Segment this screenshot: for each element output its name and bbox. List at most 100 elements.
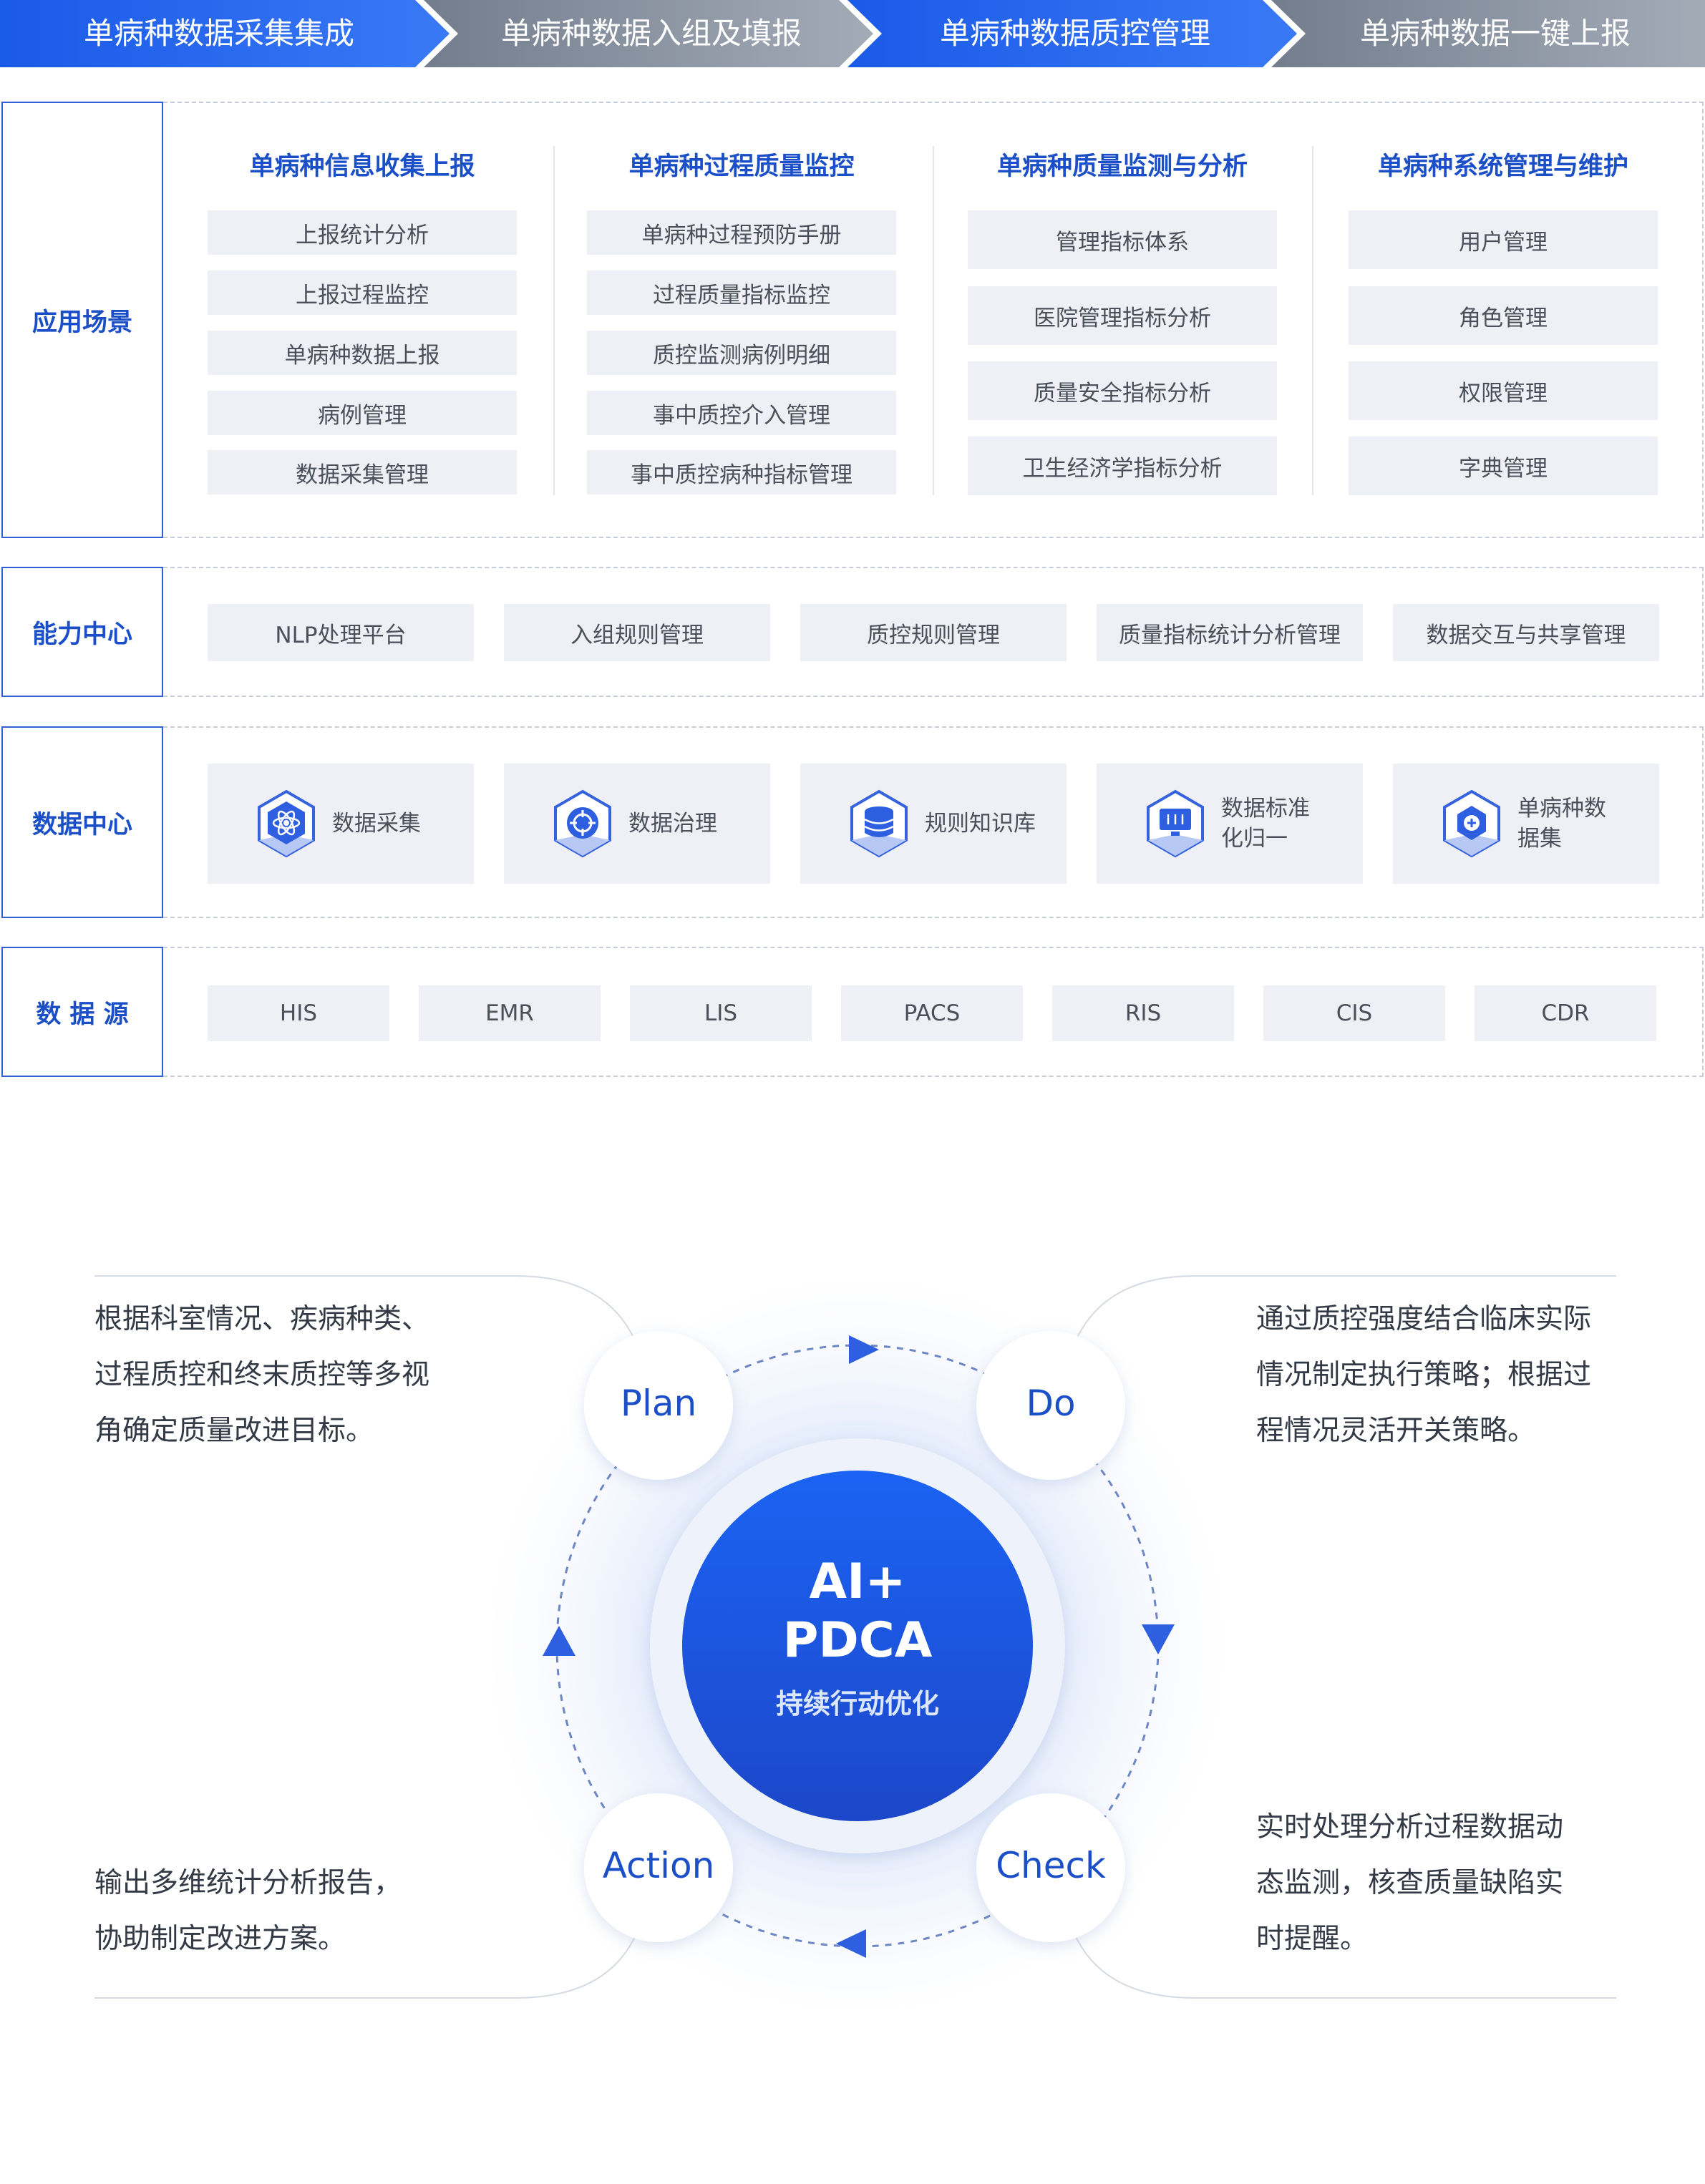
- app-col1-item[interactable]: 上报过程监控: [208, 270, 517, 315]
- app-col3-item[interactable]: 卫生经济学指标分析: [968, 437, 1277, 495]
- app-col2-item[interactable]: 单病种过程预防手册: [587, 210, 896, 255]
- app-column-4-title: 单病种系统管理与维护: [1377, 152, 1628, 181]
- plan-connector-line: [94, 1275, 638, 1346]
- do-label: Do: [1026, 1383, 1076, 1424]
- app-col1-item[interactable]: 单病种数据上报: [208, 331, 517, 375]
- data-source-item[interactable]: HIS: [208, 985, 389, 1041]
- app-column-3-title: 单病种质量监测与分析: [996, 152, 1248, 181]
- plan-node: [584, 1331, 733, 1480]
- data-source-item[interactable]: RIS: [1052, 985, 1234, 1041]
- plan-description: 根据科室情况、疾病种类、 过程质控和终末质控等多视 角确定质量改进目标。: [94, 1292, 538, 1459]
- app-col3-item[interactable]: 医院管理指标分析: [968, 286, 1277, 345]
- column-divider: [933, 146, 934, 495]
- app-col3-item[interactable]: 质量安全指标分析: [968, 361, 1277, 420]
- data-center-item[interactable]: 数据标准化归一: [1097, 764, 1363, 884]
- flow-step-2-shape: [424, 0, 873, 67]
- data-center-item[interactable]: 单病种数据集: [1393, 764, 1659, 884]
- action-description: 输出多维统计分析报告， 协助制定改进方案。: [94, 1856, 538, 1967]
- data-source-layer: 数 据 源 HIS EMR LIS PACS RIS CIS CDR: [0, 947, 1705, 1077]
- data-source-item[interactable]: PACS: [841, 985, 1023, 1041]
- flow-step-4: 单病种数据一键上报: [1359, 16, 1631, 51]
- data-center-item-label: 数据标准化归一: [1221, 796, 1310, 852]
- text-line: 态监测，核查质量缺陷实: [1256, 1867, 1564, 1899]
- pdca-core-title-line2: PDCA: [782, 1612, 933, 1669]
- column-divider: [1312, 146, 1313, 495]
- capability-item[interactable]: 入组规则管理: [504, 604, 770, 661]
- data-source-item[interactable]: CIS: [1263, 985, 1445, 1041]
- column-divider: [553, 146, 555, 495]
- check-label: Check: [996, 1845, 1106, 1886]
- text-line: 角确定质量改进目标。: [94, 1415, 374, 1447]
- flow-step-2: 单病种数据入组及填报: [500, 16, 802, 51]
- arrow-right-icon: [849, 1335, 879, 1364]
- flow-step-1-shape: [0, 0, 450, 67]
- text-line: 过程质控和终末质控等多视: [94, 1359, 430, 1391]
- text-line: 时提醒。: [1256, 1923, 1369, 1955]
- pdca-core-subtitle: 持续行动优化: [775, 1688, 939, 1720]
- plus-shield-icon: [1443, 789, 1500, 858]
- app-col4-item[interactable]: 字典管理: [1349, 437, 1658, 495]
- process-flow-bar: [0, 0, 1705, 67]
- data-source-item[interactable]: LIS: [630, 985, 812, 1041]
- data-center-layer: 数据中心 数据采集: [0, 726, 1705, 918]
- plan-label: Plan: [620, 1383, 697, 1424]
- core-circle: [682, 1471, 1033, 1821]
- capability-item[interactable]: NLP处理平台: [208, 604, 474, 661]
- capability-item[interactable]: 质量指标统计分析管理: [1097, 604, 1363, 661]
- app-col2-item[interactable]: 事中质控介入管理: [587, 391, 896, 435]
- action-label: Action: [602, 1845, 715, 1886]
- application-layer-body: 单病种信息收集上报 上报统计分析 上报过程监控 单病种数据上报 病例管理 数据采…: [163, 102, 1704, 538]
- application-layer: 应用场景 单病种信息收集上报 上报统计分析 上报过程监控 单病种数据上报 病例管…: [0, 102, 1705, 538]
- data-center-item-label: 单病种数据集: [1517, 796, 1606, 852]
- data-center-item-label: 数据治理: [628, 811, 717, 837]
- data-center-item[interactable]: 规则知识库: [800, 764, 1067, 884]
- data-center-item[interactable]: 数据采集: [208, 764, 474, 884]
- flow-step-3: 单病种数据质控管理: [939, 16, 1210, 51]
- app-column-2-title: 单病种过程质量监控: [628, 152, 855, 181]
- app-col1-item[interactable]: 病例管理: [208, 391, 517, 435]
- text-line: 协助制定改进方案。: [94, 1923, 346, 1955]
- data-source-item[interactable]: CDR: [1475, 985, 1656, 1041]
- data-center-layer-title: 数据中心: [1, 726, 163, 918]
- app-col2-item[interactable]: 质控监测病例明细: [587, 331, 896, 375]
- app-col4-item[interactable]: 用户管理: [1349, 210, 1658, 269]
- check-node: [976, 1793, 1125, 1942]
- app-col2-item[interactable]: 过程质量指标监控: [587, 270, 896, 315]
- app-col4-item[interactable]: 角色管理: [1349, 286, 1658, 345]
- app-col3-item[interactable]: 管理指标体系: [968, 210, 1277, 269]
- do-connector-line: [1073, 1275, 1616, 1346]
- pdca-cycle-diagram: [94, 1274, 1616, 2018]
- app-col4-item[interactable]: 权限管理: [1349, 361, 1658, 420]
- crosshair-icon: [554, 789, 611, 858]
- capability-item[interactable]: 质控规则管理: [800, 604, 1067, 661]
- flow-step-4-shape: [1271, 0, 1705, 67]
- data-center-layer-body: 数据采集 数据治理: [163, 726, 1704, 918]
- action-connector-line: [94, 1931, 638, 1999]
- data-center-item-label: 规则知识库: [925, 811, 1036, 837]
- text-line: 情况制定执行策略；根据过: [1256, 1359, 1592, 1391]
- app-col1-item[interactable]: 上报统计分析: [208, 210, 517, 255]
- data-source-item[interactable]: EMR: [419, 985, 601, 1041]
- arrow-up-icon: [543, 1626, 575, 1656]
- text-line: 实时处理分析过程数据动: [1256, 1811, 1564, 1843]
- atom-icon: [258, 789, 315, 858]
- app-column-1-title: 单病种信息收集上报: [249, 152, 475, 181]
- data-center-item-label: 数据采集: [332, 811, 421, 837]
- capability-item[interactable]: 数据交互与共享管理: [1393, 604, 1659, 661]
- check-connector-line: [1073, 1931, 1616, 1999]
- text-line: 程情况灵活开关策略。: [1256, 1415, 1536, 1447]
- text-line: 输出多维统计分析报告，: [94, 1867, 402, 1899]
- flow-step-3-shape: [847, 0, 1297, 67]
- arrow-down-icon: [1142, 1624, 1175, 1654]
- monitor-icon: [1147, 789, 1204, 858]
- app-col1-item[interactable]: 数据采集管理: [208, 450, 517, 494]
- data-center-item[interactable]: 数据治理: [504, 764, 770, 884]
- capability-layer-body: NLP处理平台 入组规则管理 质控规则管理 质量指标统计分析管理 数据交互与共享…: [163, 567, 1704, 697]
- app-col2-item[interactable]: 事中质控病种指标管理: [587, 450, 896, 494]
- flow-step-1: 单病种数据采集集成: [83, 16, 354, 51]
- capability-layer-title: 能力中心: [1, 567, 163, 697]
- check-description: 实时处理分析过程数据动 态监测，核查质量缺陷实 时提醒。: [1256, 1800, 1686, 1967]
- text-line: 通过质控强度结合临床实际: [1256, 1303, 1592, 1335]
- action-node: [584, 1793, 733, 1942]
- do-node: [976, 1331, 1125, 1480]
